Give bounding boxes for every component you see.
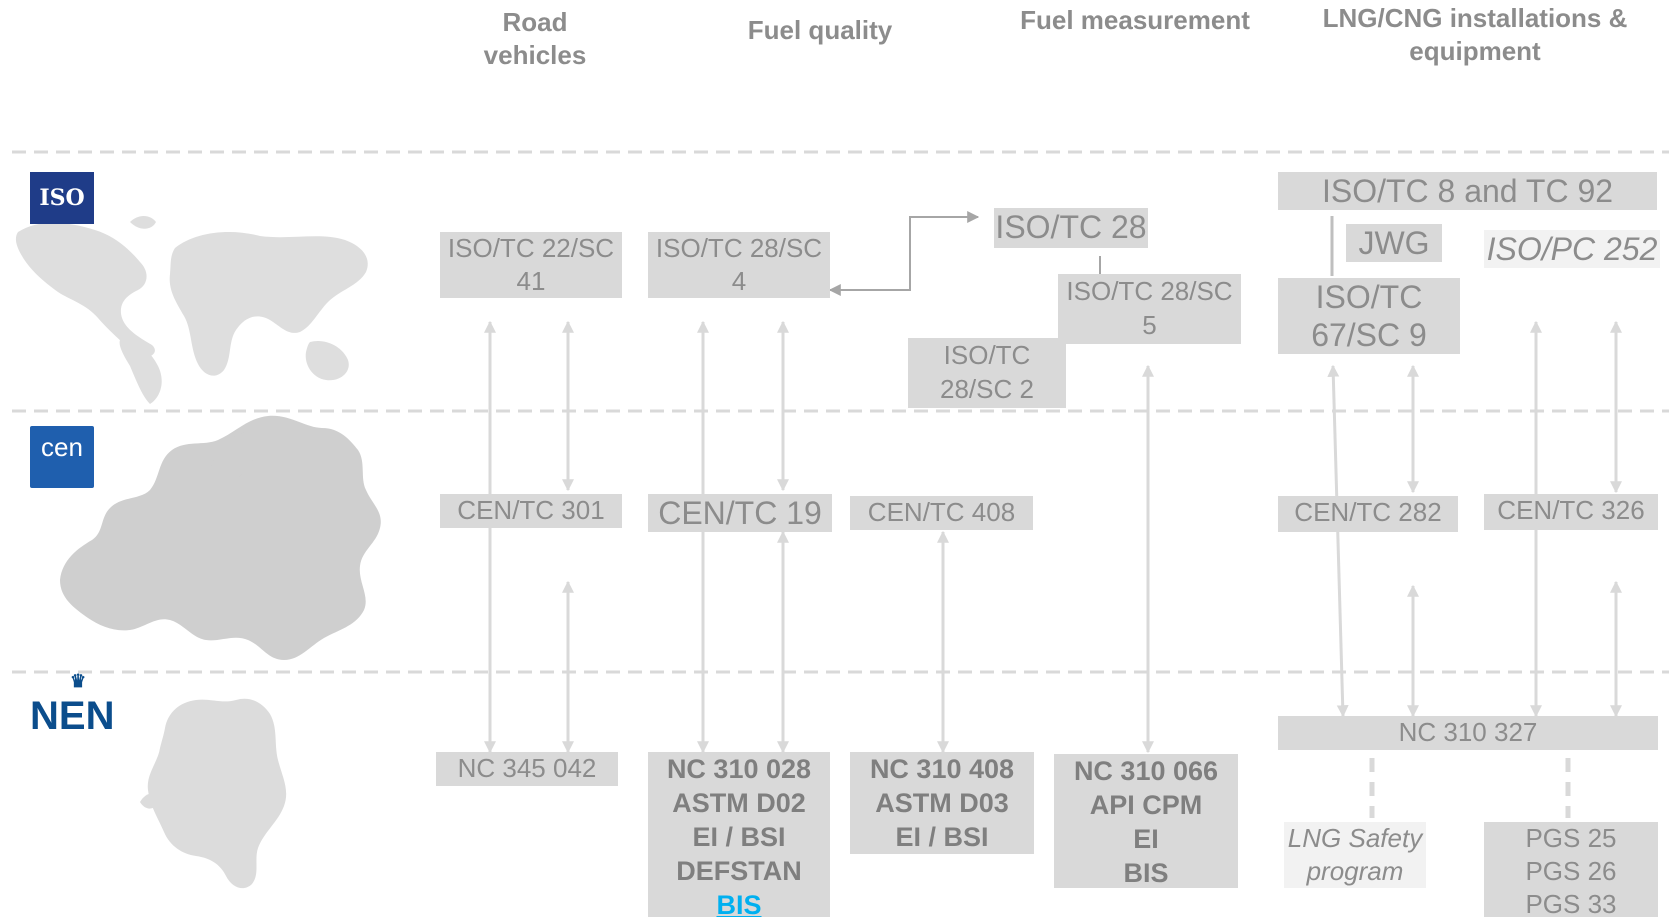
box-nc-310-028: NC 310 028 ASTM D02 EI / BSI DEFSTAN BIS — [648, 752, 830, 917]
box-jwg: JWG — [1346, 224, 1442, 262]
box-lng-safety-program: LNG Safety program — [1284, 822, 1426, 888]
nen-logo-text: NEN — [30, 694, 115, 738]
box-iso-tc28-sc5-line1: ISO/TC 28/SC — [1066, 276, 1233, 306]
box-iso-tc28-sc5-line2: 5 — [1142, 310, 1157, 340]
box-iso-tc28-sc4-line2: 4 — [731, 266, 747, 296]
box-cen-tc326: CEN/TC 326 — [1484, 494, 1658, 530]
iso-logo-text: ISO — [39, 185, 85, 211]
box-iso-tc8-tc92: ISO/TC 8 and TC 92 — [1278, 172, 1657, 210]
box-nc-310-408: NC 310 408 ASTM D03 EI / BSI — [850, 752, 1034, 854]
box-nc-310-028-line3: EI / BSI — [692, 822, 786, 852]
bis-link[interactable]: BIS — [716, 890, 762, 917]
box-lng-safety-line2: program — [1306, 856, 1404, 886]
netherlands-map — [140, 698, 287, 889]
world-map — [15, 216, 368, 404]
box-nc-310-028-line4: DEFSTAN — [676, 856, 802, 886]
nen-logo: ♛ NEN — [30, 672, 140, 744]
box-iso-tc22-sc41-line2: 41 — [516, 266, 546, 296]
box-nc-310-066-line2: API CPM — [1089, 790, 1203, 820]
box-iso-tc28-sc5: ISO/TC 28/SC 5 — [1058, 274, 1241, 344]
cen-logo: cen — [30, 426, 94, 488]
header-road-vehicles-line1: Road — [502, 7, 568, 37]
header-road-vehicles: Road vehicles — [440, 6, 630, 72]
box-cen-tc19: CEN/TC 19 — [648, 494, 832, 532]
box-iso-tc67-sc9: ISO/TC 67/SC 9 — [1278, 278, 1460, 354]
box-cen-tc282: CEN/TC 282 — [1278, 496, 1458, 532]
crown-icon: ♛ — [70, 671, 87, 691]
arrow-iso67-nen310327-left — [1327, 364, 1349, 718]
box-iso-tc22-sc41-line1: ISO/TC 22/SC — [447, 233, 615, 263]
box-lng-safety-line1: LNG Safety — [1287, 823, 1423, 853]
box-iso-tc28-sc2-line2: 28/SC 2 — [940, 374, 1034, 404]
box-pgs-line2: PGS 26 — [1525, 856, 1617, 886]
box-nc-310-066-line3: EI — [1133, 824, 1159, 854]
box-nc-310-028-line2: ASTM D02 — [672, 788, 806, 818]
header-fuel-measurement: Fuel measurement — [1020, 5, 1250, 35]
box-iso-tc28-sc4-line1: ISO/TC 28/SC — [655, 233, 823, 263]
header-lng-cng-line2: equipment — [1409, 36, 1541, 66]
box-nc-310-066-line4: BIS — [1123, 858, 1169, 888]
header-fuel-quality: Fuel quality — [747, 15, 893, 45]
box-nc-310-028-line1: NC 310 028 — [666, 754, 812, 784]
cen-logo-text: cen — [41, 432, 83, 462]
box-iso-tc22-sc41: ISO/TC 22/SC 41 — [440, 232, 622, 298]
header-lng-cng: LNG/CNG installations & equipment — [1305, 2, 1645, 68]
box-nc-310-408-line1: NC 310 408 — [869, 754, 1015, 784]
box-pgs: PGS 25 PGS 26 PGS 33 — [1484, 822, 1658, 917]
box-pgs-line3: PGS 33 — [1525, 889, 1617, 917]
box-iso-tc28-sc4: ISO/TC 28/SC 4 — [648, 232, 830, 298]
box-nc-310-327: NC 310 327 — [1278, 716, 1658, 750]
header-lng-cng-line1: LNG/CNG installations & — [1322, 3, 1628, 33]
box-iso-tc28: ISO/TC 28 — [994, 208, 1148, 248]
box-nc-310-408-line3: EI / BSI — [895, 822, 989, 852]
box-cen-tc301: CEN/TC 301 — [440, 494, 622, 528]
header-road-vehicles-line2: vehicles — [483, 40, 587, 70]
iso-logo: ISO — [30, 172, 94, 224]
box-nc-310-408-line2: ASTM D03 — [875, 788, 1009, 818]
box-cen-tc408: CEN/TC 408 — [850, 496, 1033, 530]
box-iso-tc67-sc9-line2: 67/SC 9 — [1311, 317, 1427, 353]
europe-map — [60, 415, 381, 660]
box-iso-tc67-sc9-line1: ISO/TC — [1315, 279, 1423, 315]
connector-tc28-sc4 — [828, 211, 980, 296]
box-nc-345-042: NC 345 042 — [436, 752, 618, 786]
box-nc-310-066-line1: NC 310 066 — [1073, 756, 1219, 786]
box-iso-tc28-sc2: ISO/TC 28/SC 2 — [908, 338, 1066, 408]
box-iso-pc252: ISO/PC 252 — [1484, 230, 1660, 268]
box-pgs-line1: PGS 25 — [1525, 823, 1617, 853]
box-iso-tc28-sc2-line1: ISO/TC — [943, 340, 1031, 370]
box-nc-310-066: NC 310 066 API CPM EI BIS — [1054, 754, 1238, 888]
